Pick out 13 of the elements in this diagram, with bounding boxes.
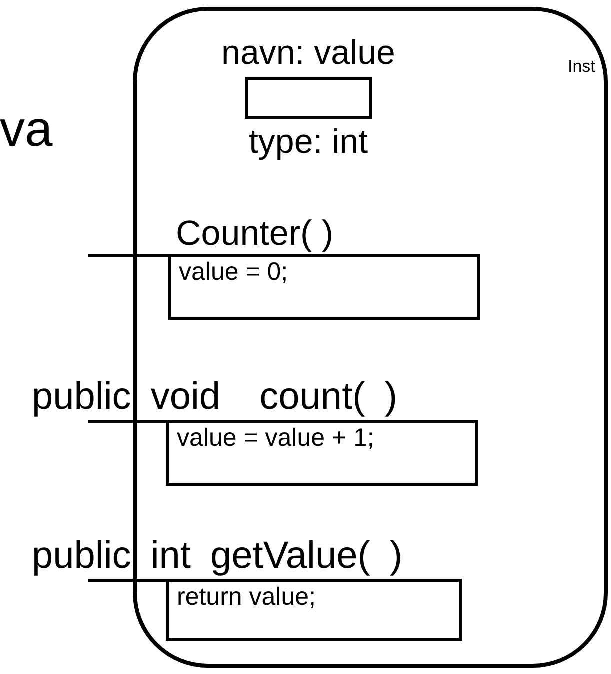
field-type: type: int bbox=[248, 124, 368, 162]
connector-line bbox=[88, 579, 166, 582]
code-text: value = value + 1; bbox=[177, 425, 374, 452]
label-text: va bbox=[0, 100, 53, 158]
method-signature: Counter( ) bbox=[176, 214, 334, 253]
code-text: value = 0; bbox=[179, 259, 288, 286]
code-text: return value; bbox=[177, 584, 316, 612]
connector-line bbox=[88, 420, 166, 423]
label-text: Inst bbox=[568, 57, 596, 77]
connector-line bbox=[88, 254, 168, 257]
field-name: navn: value bbox=[222, 34, 396, 72]
method-signature: public int getValue( ) bbox=[32, 536, 403, 578]
method-signature: public void count( ) bbox=[32, 377, 398, 419]
